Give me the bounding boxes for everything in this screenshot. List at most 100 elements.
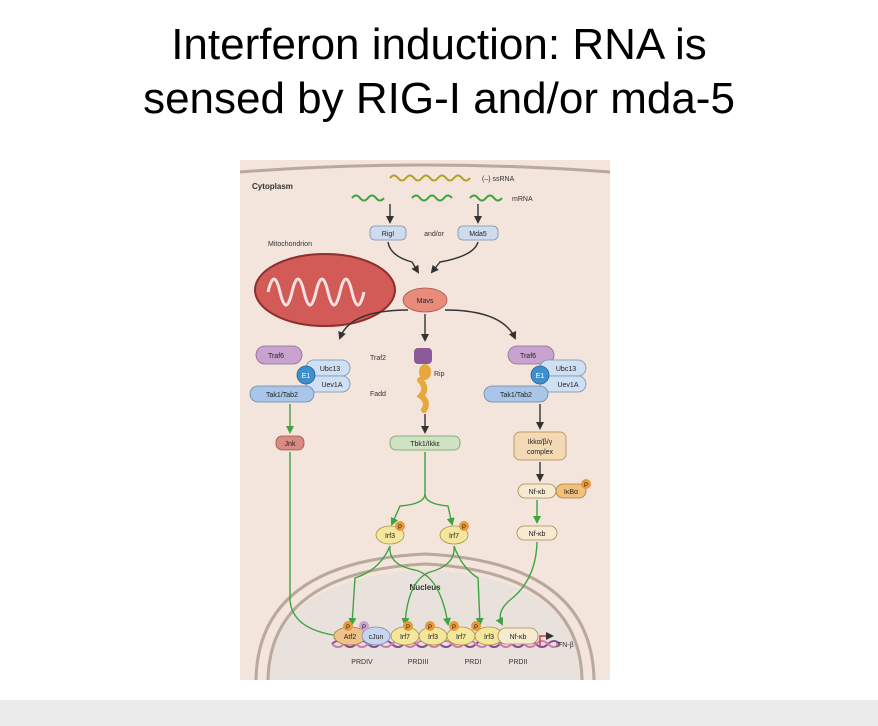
- traf6-right-node: [507, 345, 555, 365]
- nfkb-ikba-nfkb-label: Nf-κb: [529, 489, 546, 496]
- arrow-irf3-to-promoter-2: [348, 545, 391, 626]
- irf3-node: [375, 525, 405, 545]
- nucleus-region: [268, 570, 582, 680]
- arrow-mavs-to-right-complex: [444, 309, 517, 340]
- mda5-label: Mda5: [469, 231, 487, 238]
- irf7-phospho-label: P: [462, 525, 466, 531]
- promoter-nfkb-label: Nf-κb: [510, 634, 527, 641]
- e1-left-label: E1: [302, 373, 311, 380]
- tak1-left-label: Tak1/Tab2: [266, 392, 298, 399]
- rip-node: [419, 364, 431, 380]
- fadd-node: [416, 377, 429, 413]
- ubc13-left-label: Ubc13: [320, 366, 340, 373]
- cjun-node: [361, 626, 391, 646]
- promoter-nfkb-node: [497, 627, 539, 645]
- arrow-jnk-to-promoter: [289, 452, 342, 640]
- nfkb-node: [516, 525, 558, 541]
- ikk-complex-label-1: Ikkα/β/γ: [528, 439, 553, 446]
- ikba-phospho-badge: [581, 479, 591, 489]
- tak1-right-label: Tak1/Tab2: [500, 392, 532, 399]
- promoter-irf7-a-label: Irf7: [400, 634, 410, 641]
- mrna-strand-left: [351, 194, 385, 202]
- mavs-label: Mavs: [417, 298, 434, 305]
- title-line-1: Interferon induction: RNA is: [171, 20, 707, 69]
- ikk-complex-node: [513, 431, 567, 461]
- irf7-label: Irf7: [449, 533, 459, 540]
- ikba-node: [555, 483, 587, 499]
- irf7-node: [439, 525, 469, 545]
- e1-right-label: E1: [536, 373, 545, 380]
- e1-right-node: [530, 365, 550, 385]
- e1-left-node: [296, 365, 316, 385]
- arrow-tbk1-to-irf7: [424, 493, 455, 526]
- promoter-irf7-b-phospho-label: P: [452, 625, 456, 631]
- title-line-2: sensed by RIG-I and/or mda-5: [143, 74, 735, 123]
- nucleus-label: Nucleus: [409, 583, 441, 592]
- mitochondrion-cristae: [266, 277, 366, 307]
- dna-strand-1: [331, 640, 561, 648]
- and-or-label: and/or: [424, 231, 445, 238]
- mrna-label: mRNA: [512, 196, 533, 203]
- nfkb-label: Nf-κb: [529, 531, 546, 538]
- rigi-label: RigI: [382, 231, 395, 238]
- ikk-complex-label-2: complex: [527, 449, 554, 456]
- jnk-node: [275, 435, 305, 451]
- traf6-left-node: [255, 345, 303, 365]
- promoter-irf3-b-label: Irf3: [484, 634, 494, 641]
- prdiv-label: PRDIV: [351, 659, 373, 666]
- nuclear-envelope-outer: [254, 552, 596, 680]
- promoter-irf3-a-phospho: [425, 621, 435, 631]
- uev1a-right-label: Uev1A: [557, 382, 578, 389]
- irf3-phospho-badge: [395, 521, 405, 531]
- promoter-irf3-a-phospho-label: P: [428, 625, 432, 631]
- mrna-strand-right: [469, 194, 503, 202]
- ifn-beta-label: IFN-β: [556, 642, 574, 649]
- arrow-irf7-to-promoter: [401, 545, 455, 626]
- tbk1-node: [389, 435, 461, 451]
- irf7-phospho-badge: [459, 521, 469, 531]
- rip-label: Rip: [434, 371, 445, 378]
- arrow-mavs-to-left-complex: [338, 309, 409, 340]
- promoter-irf3-b-phospho: [471, 621, 481, 631]
- cjun-label: cJun: [369, 634, 384, 641]
- arrow-mda5-to-mavs: [430, 241, 479, 274]
- tbk1-label: Tbk1/Ikkε: [410, 441, 440, 448]
- atf2-label: Atf2: [344, 634, 357, 641]
- arrow-rigi-to-mavs: [387, 241, 420, 274]
- promoter-irf3-b-phospho-label: P: [474, 625, 478, 631]
- arrow-irf3-to-promoter: [389, 545, 451, 626]
- ssrna-strand: [389, 174, 471, 182]
- prdii-label: PRDII: [509, 659, 528, 666]
- cell-membrane: [240, 163, 610, 174]
- traf2-label: Traf2: [370, 355, 386, 362]
- ssrna-label: (–) ssRNA: [482, 176, 515, 183]
- cjun-phospho-badge: [359, 621, 369, 631]
- promoter-irf7-a-phospho-label: P: [406, 625, 410, 631]
- tak1-left-node: [249, 385, 315, 403]
- traf6-right-label: Traf6: [520, 353, 536, 360]
- promoter-irf3-a-label: Irf3: [428, 634, 438, 641]
- ikba-phospho-label: P: [584, 483, 588, 489]
- prdiii-label: PRDIII: [408, 659, 429, 666]
- rigi-node: [369, 225, 407, 241]
- fadd-label: Fadd: [370, 391, 386, 398]
- cjun-phospho-label: P: [362, 625, 366, 631]
- irf3-phospho-label: P: [398, 525, 402, 531]
- mavs-node: [402, 287, 448, 313]
- mitochondrion: [254, 253, 396, 327]
- mitochondrion-label: Mitochondrion: [268, 241, 312, 248]
- uev1a-left-label: Uev1A: [321, 382, 342, 389]
- promoter-irf7-a-phospho: [403, 621, 413, 631]
- atf2-phospho-label: P: [346, 625, 350, 631]
- tak1-right-node: [483, 385, 549, 403]
- promoter-irf7-b-label: Irf7: [456, 634, 466, 641]
- traf6-left-label: Traf6: [268, 353, 284, 360]
- ikba-label: IκBα: [564, 489, 578, 496]
- interferon-pathway-diagram: Cytoplasm Mitochondrion Nucleus (–) ssRN…: [240, 160, 610, 680]
- prdi-label: PRDI: [465, 659, 482, 666]
- cytoplasm-label: Cytoplasm: [252, 182, 293, 191]
- arrow-nfkb-to-promoter: [495, 541, 538, 626]
- mrna-strand-middle: [411, 194, 453, 202]
- nuclear-envelope-inner: [266, 562, 584, 680]
- ubc13-right-label: Ubc13: [556, 366, 576, 373]
